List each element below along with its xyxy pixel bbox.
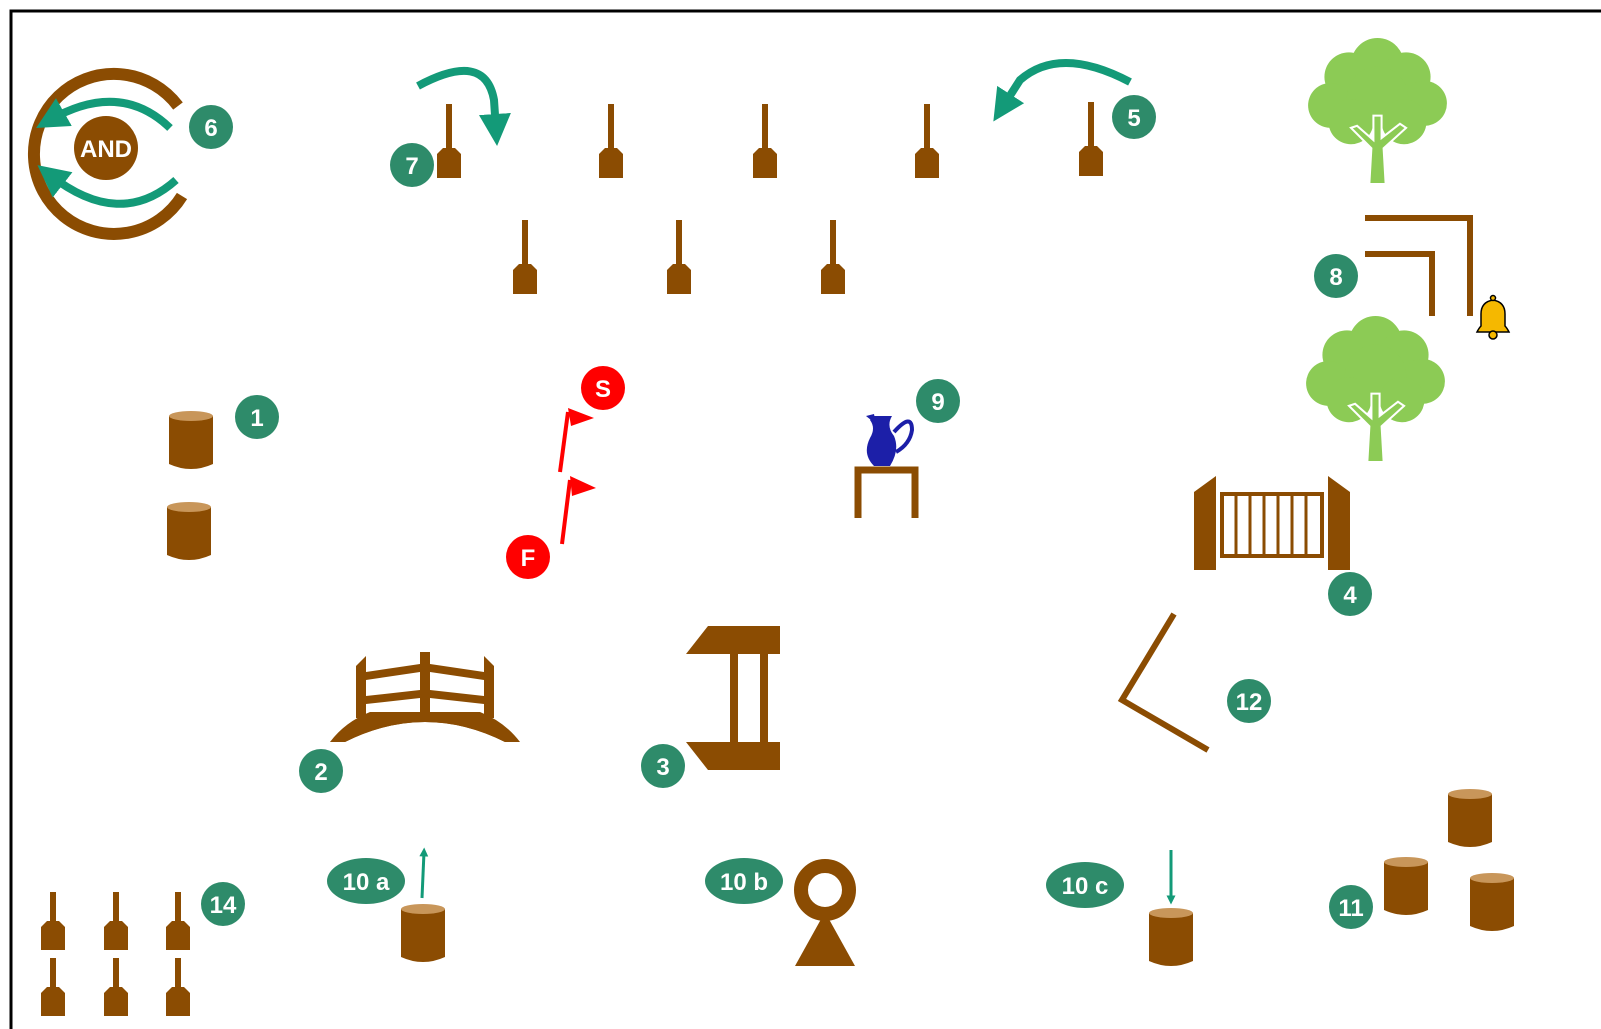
bell-icon <box>1477 296 1509 340</box>
pole-icon <box>915 104 939 178</box>
pole-icon <box>667 220 691 294</box>
pole-row-middle <box>513 220 845 294</box>
marker-label: 11 <box>1338 895 1363 922</box>
pole-icon <box>166 892 190 950</box>
arrow-icon <box>1002 63 1130 108</box>
gate-icon <box>1194 476 1350 570</box>
marker-label: 10 a <box>343 869 390 896</box>
pole-icon <box>821 220 845 294</box>
obstacle-12-angle <box>1122 614 1208 750</box>
finish-label: F <box>521 545 536 572</box>
marker-label: 12 <box>1236 689 1263 716</box>
and-label: AND <box>80 136 132 163</box>
pole-icon <box>1079 102 1103 176</box>
marker-label: 9 <box>931 389 944 416</box>
barrel-icon <box>1470 873 1514 931</box>
barrel-icon <box>1384 857 1428 915</box>
marker-label: 10 b <box>720 869 768 896</box>
marker-7: 7 <box>390 143 434 187</box>
marker-10b: 10 b <box>705 858 783 904</box>
arrow-icon <box>418 71 496 130</box>
marker-label: 1 <box>250 405 263 432</box>
pole-icon <box>437 104 461 178</box>
jug-icon <box>866 414 912 466</box>
start-label: S <box>595 376 611 403</box>
pole-icon <box>166 958 190 1016</box>
flag-icon <box>562 476 596 544</box>
tree-icon <box>1306 316 1445 462</box>
obstacle-6-circle: AND <box>34 74 182 234</box>
marker-3: 3 <box>641 744 685 788</box>
marker-label: 7 <box>405 153 418 180</box>
obstacle-14-poles <box>41 892 190 1016</box>
marker-label: 4 <box>1343 582 1357 609</box>
marker-14: 14 <box>201 882 245 926</box>
flag-icon <box>560 408 594 472</box>
marker-label: 3 <box>656 754 669 781</box>
pole-icon <box>513 220 537 294</box>
pole-icon <box>41 958 65 1016</box>
barrel-icon <box>169 411 213 469</box>
pole-icon <box>599 104 623 178</box>
marker-11: 11 <box>1329 885 1373 929</box>
arrow-icon <box>50 175 176 204</box>
marker-8: 8 <box>1314 254 1358 298</box>
pole-icon <box>104 892 128 950</box>
marker-label: 5 <box>1127 105 1140 132</box>
marker-6: 6 <box>189 105 233 149</box>
barrel-icon <box>1448 789 1492 847</box>
pole-icon <box>104 958 128 1016</box>
pole-icon <box>753 104 777 178</box>
marker-5: 5 <box>1112 95 1156 139</box>
marker-label: 8 <box>1329 264 1342 291</box>
marker-label: 14 <box>210 892 237 919</box>
target-icon <box>795 866 855 966</box>
marker-label: 2 <box>314 759 327 786</box>
marker-12: 12 <box>1227 679 1271 723</box>
marker-10a: 10 a <box>327 858 405 904</box>
marker-label: 10 c <box>1062 873 1109 900</box>
barrel-icon <box>167 502 211 560</box>
tree-icon <box>1308 38 1447 184</box>
barrel-icon <box>1149 908 1193 966</box>
pole-row-top <box>437 102 1103 178</box>
marker-1: 1 <box>235 395 279 439</box>
obstacle-9-jug-table <box>858 414 915 518</box>
marker-4: 4 <box>1328 572 1372 616</box>
marker-2: 2 <box>299 749 343 793</box>
arrow-icon <box>422 852 424 898</box>
bridge-icon <box>330 652 520 742</box>
marker-10c: 10 c <box>1046 862 1124 908</box>
marker-label: 6 <box>204 115 217 142</box>
start-finish-flags: S F <box>506 366 625 579</box>
marker-9: 9 <box>916 379 960 423</box>
table-icon <box>686 626 780 770</box>
pole-icon <box>41 892 65 950</box>
barrel-icon <box>401 904 445 962</box>
